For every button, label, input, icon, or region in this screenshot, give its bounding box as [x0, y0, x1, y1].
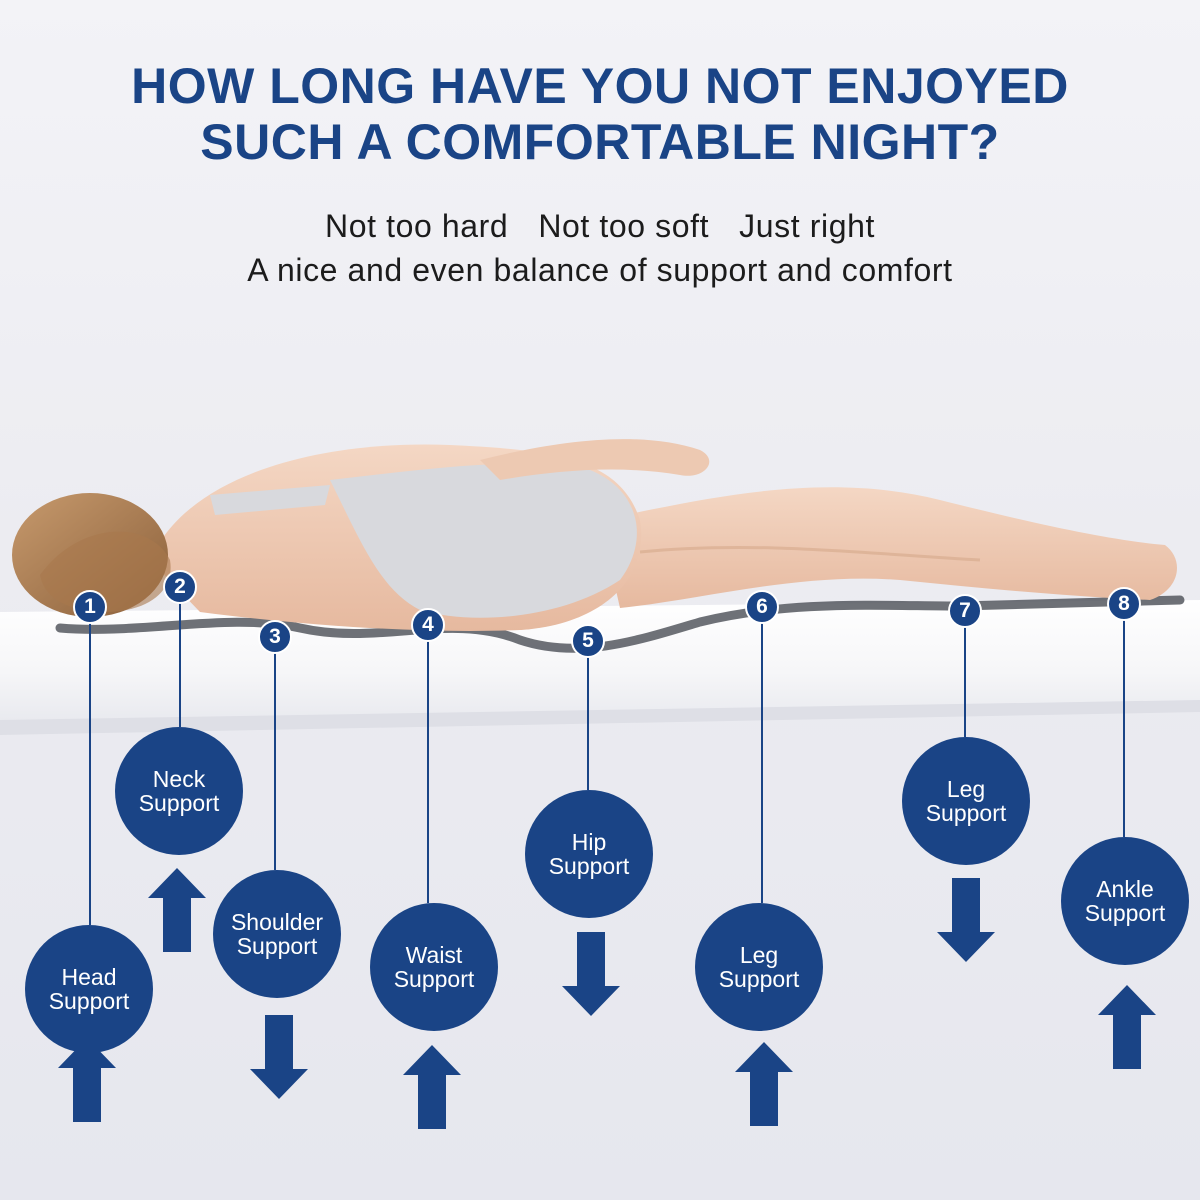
arrow-down-icon: [562, 932, 620, 1016]
zone-7-label-line-1: Leg: [946, 776, 986, 802]
tagline-not-too-hard: Not too hard: [325, 208, 509, 244]
zone-5-label-line-1: Hip: [571, 829, 607, 855]
zone-6-label-line-2: Support: [718, 966, 800, 992]
arrow-up-icon: [735, 1042, 793, 1126]
arrow-down-icon: [937, 878, 995, 962]
tagline: Not too hard Not too soft Just right A nic…: [0, 204, 1200, 292]
zone-8-connector: [1123, 604, 1125, 837]
tagline-row-2: A nice and even balance of support and c…: [247, 252, 953, 288]
headline: HOW LONG HAVE YOU NOT ENJOYED SUCH A COM…: [0, 58, 1200, 170]
zone-3-label-line-2: Support: [236, 933, 318, 959]
zone-1-label-line-2: Support: [48, 988, 130, 1014]
zone-7-number-badge: 7: [948, 594, 982, 628]
zone-4-connector: [427, 625, 429, 903]
arrow-up-icon: [403, 1045, 461, 1129]
zone-1-label-line-1: Head: [61, 964, 117, 990]
zone-4-label-line-1: Waist: [405, 942, 463, 968]
arrow-up-icon: [148, 868, 206, 952]
zone-6-connector: [761, 607, 763, 903]
headline-line-1: HOW LONG HAVE YOU NOT ENJOYED: [131, 58, 1069, 114]
zone-6-number-badge: 6: [745, 590, 779, 624]
figure-legs: [600, 487, 1177, 608]
zone-1-number-badge: 1: [73, 590, 107, 624]
zone-2-number-badge: 2: [163, 570, 197, 604]
zone-7-connector: [964, 611, 966, 737]
arrow-up-icon: [1098, 985, 1156, 1069]
zone-2-connector: [179, 587, 181, 727]
zone-7-label-line-2: Support: [925, 800, 1007, 826]
tagline-not-too-soft: Not too soft: [538, 208, 710, 244]
zone-2-label-line-2: Support: [138, 790, 220, 816]
zone-3-label-line-1: Shoulder: [230, 909, 324, 935]
zone-4-label-line-2: Support: [393, 966, 475, 992]
figure-arm: [480, 439, 710, 480]
headline-line-2: SUCH A COMFORTABLE NIGHT?: [200, 114, 1000, 170]
figure-swimsuit: [330, 463, 637, 618]
tagline-just-right: Just right: [739, 208, 875, 244]
zone-5-label-line-2: Support: [548, 853, 630, 879]
zone-3-number-badge: 3: [258, 620, 292, 654]
zone-2-label-line-1: Neck: [152, 766, 206, 792]
arrow-down-icon: [250, 1015, 308, 1099]
zone-5-number-badge: 5: [571, 624, 605, 658]
zone-8-label-line-1: Ankle: [1096, 876, 1154, 902]
zone-6-label-line-1: Leg: [739, 942, 779, 968]
tagline-row-1: Not too hard Not too soft Just right: [0, 204, 1200, 248]
zone-3-connector: [274, 637, 276, 870]
arrow-up-icon: [58, 1038, 116, 1122]
zone-8-label-line-2: Support: [1084, 900, 1166, 926]
zone-8-number-badge: 8: [1107, 587, 1141, 621]
zone-4-number-badge: 4: [411, 608, 445, 642]
zone-5-connector: [587, 641, 589, 790]
zone-1-connector: [89, 607, 91, 925]
